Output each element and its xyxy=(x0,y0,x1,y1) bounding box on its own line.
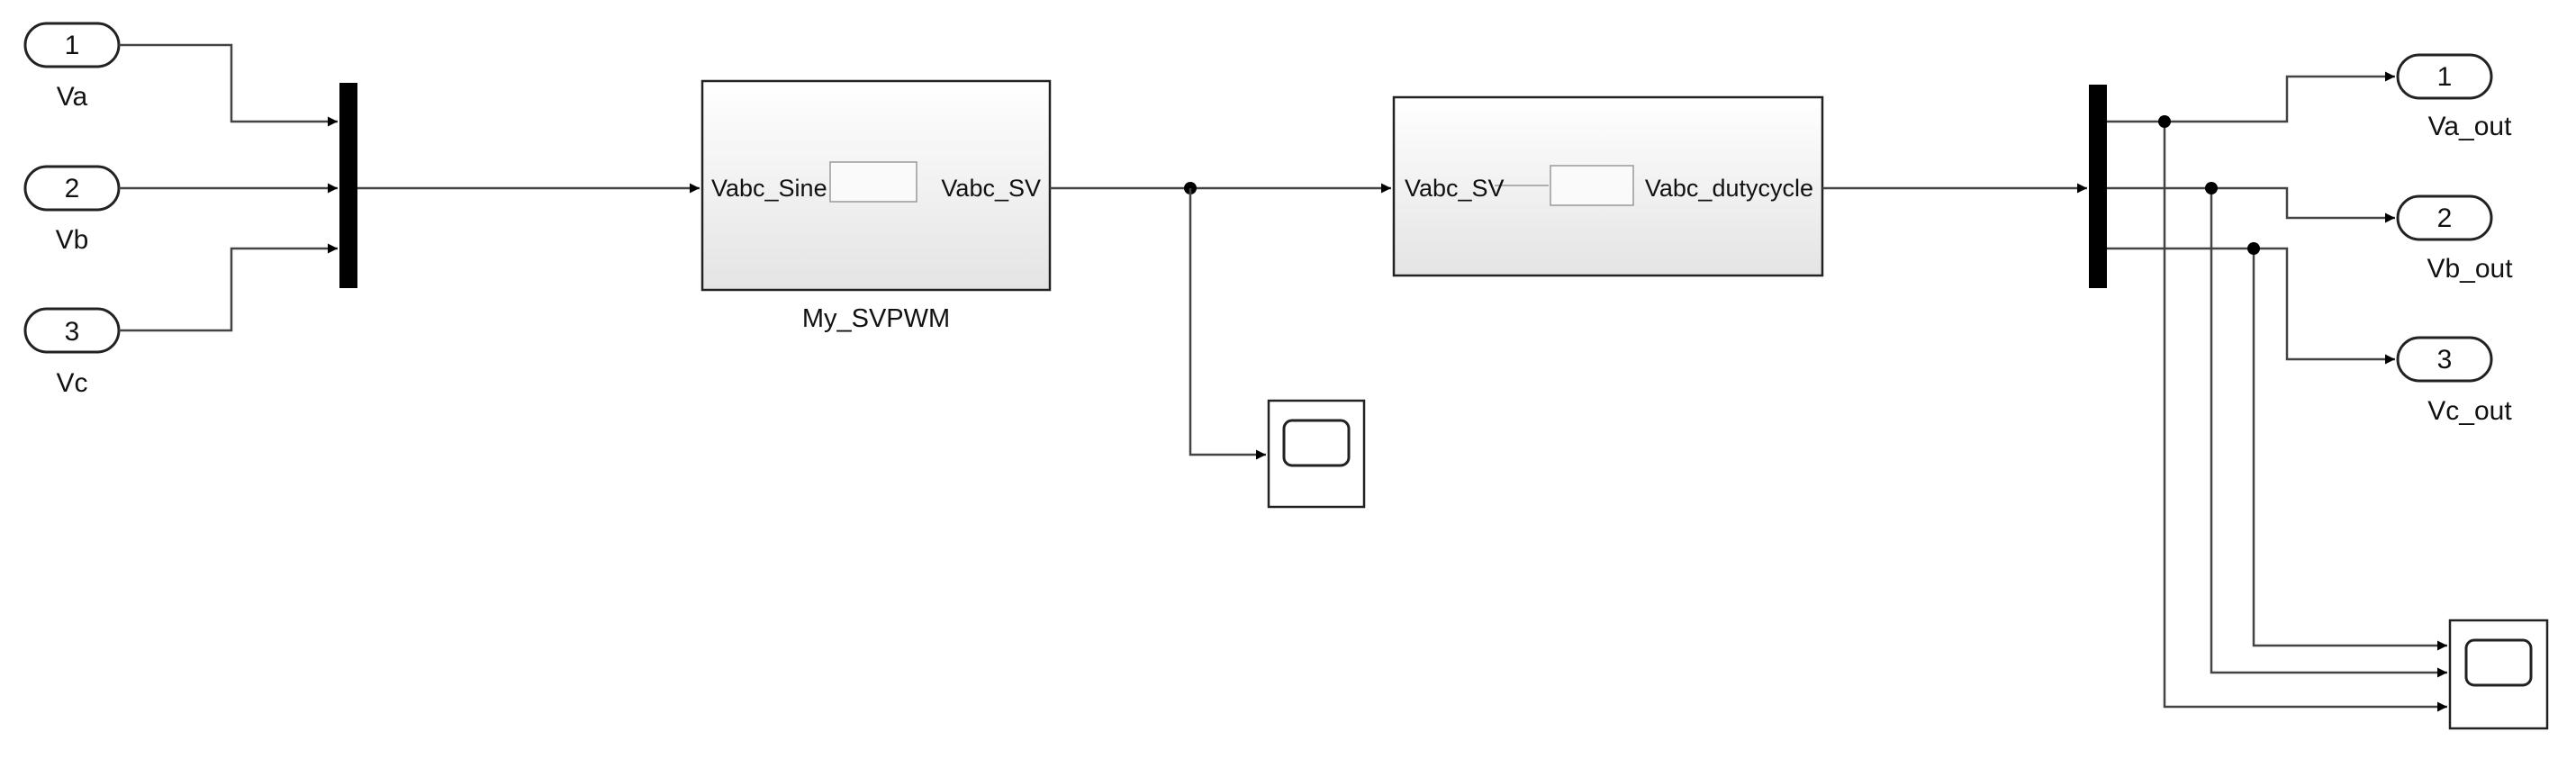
svpwm-in-port-label: Vabc_Sine xyxy=(711,175,827,202)
line-demux-to-vc-out[interactable] xyxy=(2107,247,2395,365)
inport-1-label: Va xyxy=(57,82,88,112)
inport-3-label: Vc xyxy=(56,368,87,398)
line-branch-va-to-scope-2[interactable] xyxy=(2163,122,2447,712)
line-vc-to-mux[interactable] xyxy=(119,243,338,332)
duty-inner-block-icon xyxy=(1550,165,1634,206)
outport-2-number: 2 xyxy=(2437,203,2453,233)
line-va-to-mux[interactable] xyxy=(119,43,338,127)
scope-2-screen-icon xyxy=(2464,638,2533,687)
outport-3[interactable]: 3 Vc_out xyxy=(2396,336,2512,426)
outport-1[interactable]: 1 Va_out xyxy=(2396,53,2513,141)
output-signal-lines xyxy=(2107,71,2447,712)
branch-point-va xyxy=(2158,115,2171,128)
mux-block[interactable] xyxy=(339,83,357,288)
inport-3[interactable]: 3 Vc xyxy=(23,307,121,398)
svpwm-block-name: My_SVPWM xyxy=(802,304,950,333)
outport-2-label: Vb_out xyxy=(2427,254,2513,284)
line-branch-to-scope-1[interactable] xyxy=(1189,188,1266,460)
outport-1-number: 1 xyxy=(2437,62,2453,92)
svpwm-inner-block-icon xyxy=(829,161,917,203)
outport-3-label: Vc_out xyxy=(2427,396,2512,426)
input-signal-lines xyxy=(119,43,338,332)
line-branch-vb-to-scope-2[interactable] xyxy=(2210,188,2447,678)
inport-1[interactable]: 1 Va xyxy=(23,22,121,112)
subsystem-my-svpwm[interactable]: Vabc_Sine Vabc_SV My_SVPWM xyxy=(700,79,1052,333)
outport-1-label: Va_out xyxy=(2428,112,2513,141)
demux-block[interactable] xyxy=(2089,85,2107,288)
scope-1-screen-icon xyxy=(1282,419,1351,467)
inport-2-label: Vb xyxy=(56,225,89,255)
duty-in-port-label: Vabc_SV xyxy=(1405,175,1505,202)
line-branch-vc-to-scope-2[interactable] xyxy=(2252,248,2447,651)
inport-2-number: 2 xyxy=(65,174,80,203)
scope-1[interactable] xyxy=(1267,399,1366,509)
duty-out-port-label: Vabc_dutycycle xyxy=(1645,175,1813,202)
inport-3-number: 3 xyxy=(65,317,80,347)
scope-2[interactable] xyxy=(2448,619,2549,730)
inport-1-number: 1 xyxy=(65,31,80,60)
outport-2[interactable]: 2 Vb_out xyxy=(2396,194,2513,284)
line-demux-to-va-out[interactable] xyxy=(2107,71,2395,123)
inport-2[interactable]: 2 Vb xyxy=(23,165,121,255)
subsystem-dutycycle[interactable]: Vabc_SV Vabc_dutycycle xyxy=(1392,95,1824,277)
branch-point-vb xyxy=(2205,182,2218,194)
line-demux-to-vb-out[interactable] xyxy=(2107,186,2395,223)
branch-point-vc xyxy=(2247,242,2260,255)
svpwm-out-port-label: Vabc_SV xyxy=(941,175,1041,202)
outport-3-number: 3 xyxy=(2437,345,2453,375)
